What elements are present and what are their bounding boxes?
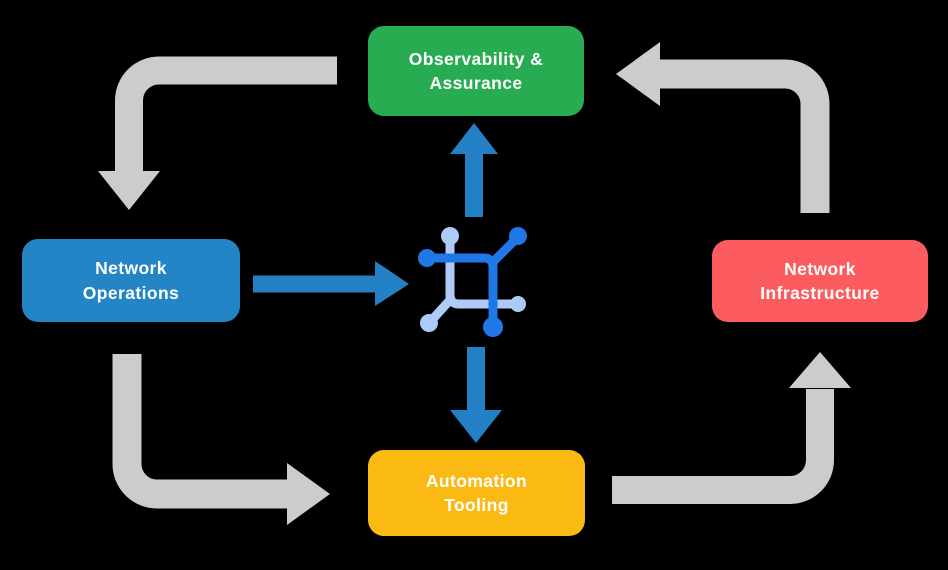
mesh-node-dot	[509, 227, 527, 245]
arrow-center-to-automation	[450, 347, 502, 443]
arrow-center-to-observability	[450, 123, 498, 217]
arrowhead-right-icon	[375, 261, 409, 306]
node-label-line: Automation	[425, 470, 528, 491]
arrow-shaft	[612, 389, 834, 504]
mesh-node-dot	[420, 314, 438, 332]
mesh-node-dot	[483, 317, 503, 337]
node-label-line: Observability &	[408, 48, 544, 69]
mesh-node-dot	[441, 227, 459, 245]
mesh-light-branch	[420, 227, 526, 332]
mesh-node-dot	[510, 296, 526, 312]
node-label-line: Tooling	[444, 495, 509, 515]
arrowhead-left-icon	[616, 42, 660, 106]
node-label-line: Infrastructure	[760, 283, 880, 303]
arrow-shaft	[659, 59, 830, 213]
network-mesh-icon	[418, 227, 527, 337]
arrowhead-right-icon	[287, 463, 330, 525]
mesh-node-dot	[418, 249, 436, 267]
mesh-dark-branch	[418, 227, 527, 337]
node-label: Automation Tooling	[426, 469, 527, 517]
node-label: Network Infrastructure	[760, 257, 879, 305]
node-label: Observability & Assurance	[409, 47, 543, 95]
arrow-shaft	[112, 354, 288, 509]
node-label-line: Operations	[82, 282, 180, 303]
node-network-operations: Network Operations	[22, 239, 240, 322]
node-automation-tooling: Automation Tooling	[368, 450, 585, 536]
node-label: Network Operations	[83, 256, 179, 304]
node-observability-assurance: Observability & Assurance	[368, 26, 584, 116]
arrow-observability-to-operations	[98, 56, 337, 210]
arrowhead-down-icon	[450, 410, 502, 443]
arrowhead-up-icon	[789, 352, 851, 388]
arrowhead-down-icon	[98, 171, 160, 210]
arrow-operations-to-automation	[112, 354, 330, 525]
node-label-line: Network	[95, 258, 167, 279]
node-label-line: Assurance	[429, 73, 523, 93]
arrow-shaft	[115, 56, 337, 173]
arrowhead-up-icon	[450, 123, 498, 154]
node-network-infrastructure: Network Infrastructure	[712, 240, 928, 322]
arrow-automation-to-infrastructure	[612, 352, 851, 504]
arrow-operations-to-center	[253, 261, 409, 306]
node-label-line: Network	[784, 258, 856, 279]
arrow-infrastructure-to-observability	[616, 42, 830, 213]
